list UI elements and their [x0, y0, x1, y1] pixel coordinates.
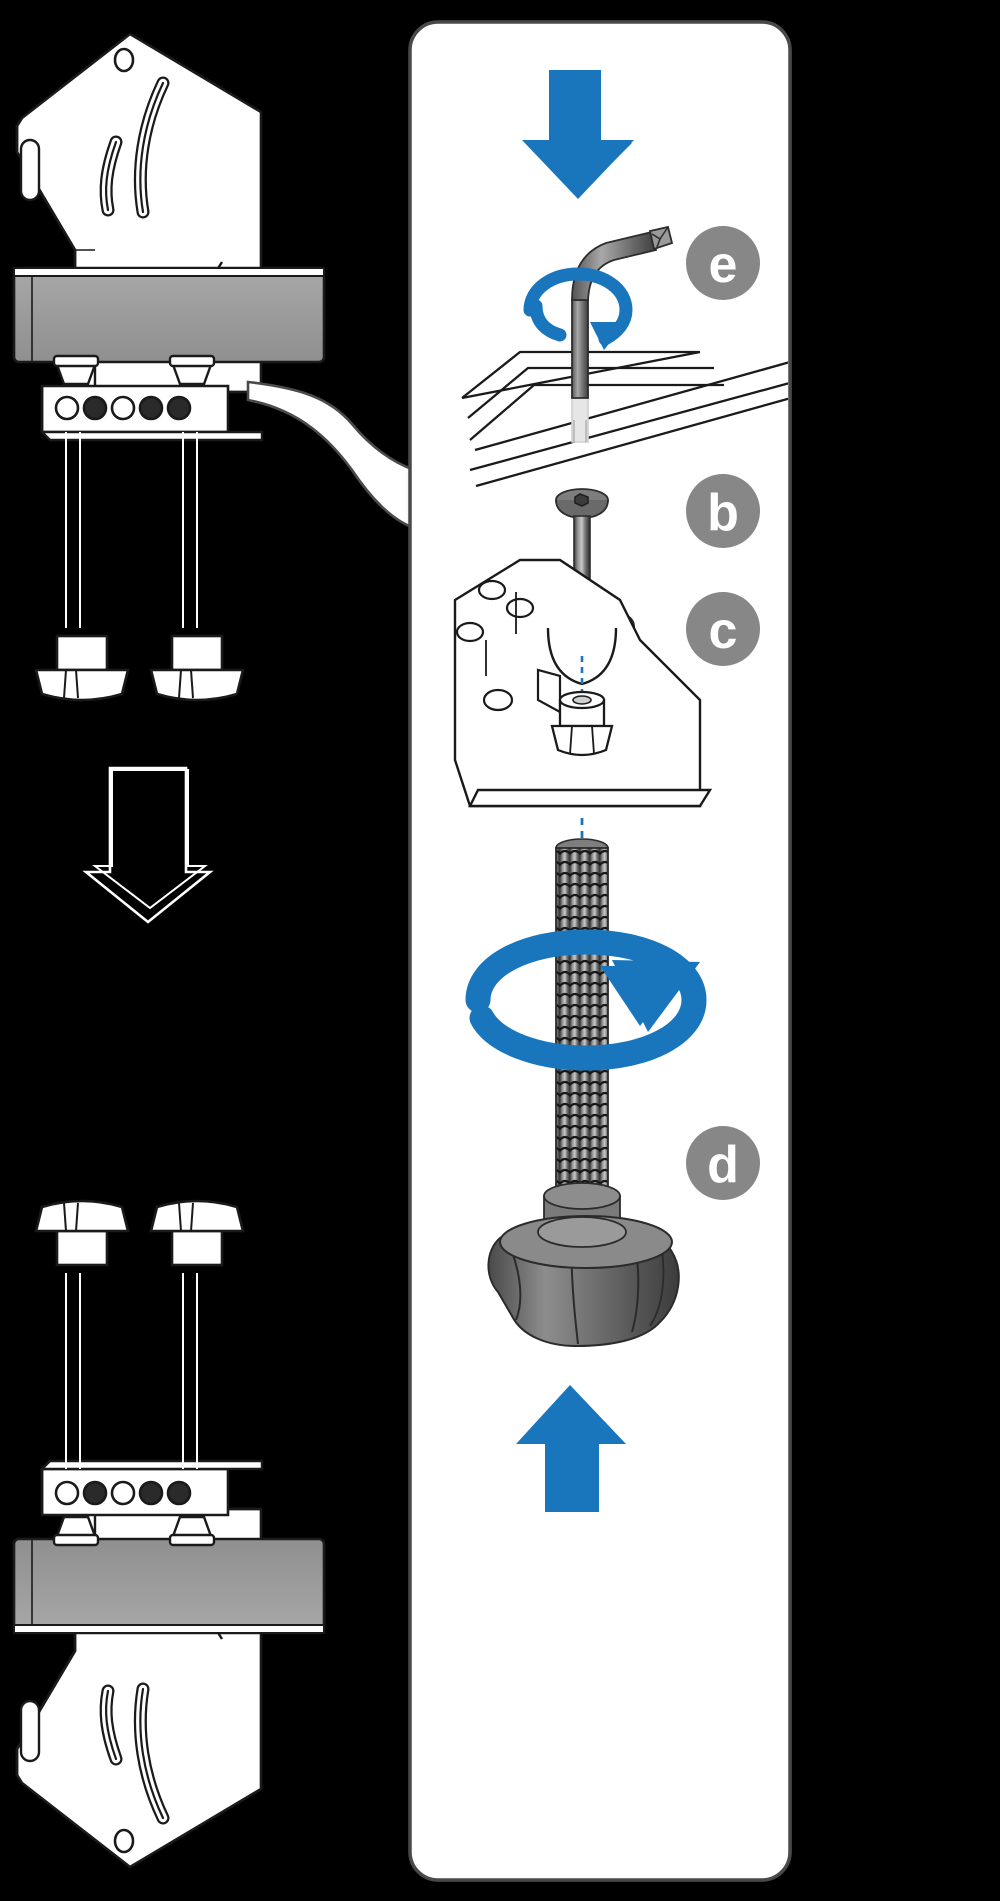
- bracket-edge-slot-upper: [19, 138, 41, 202]
- bolt-shafts-upper: [65, 432, 198, 628]
- bracket-detail-hole: [505, 597, 535, 619]
- badge-label: b: [707, 484, 739, 542]
- callout-badge-c[interactable]: c: [686, 592, 760, 666]
- badge-label: c: [709, 602, 738, 660]
- hex-flange-nut-lower-right: [149, 1199, 245, 1267]
- clamp-plate-hole: [82, 395, 108, 421]
- badge-circle: [686, 226, 760, 300]
- badge-circle: [686, 474, 760, 548]
- hex-socket-recess: [574, 493, 589, 507]
- bracket-detail-hole: [482, 688, 514, 712]
- assembly-direction-arrow-outline: [82, 766, 214, 924]
- callout-badge-e[interactable]: e: [686, 226, 760, 300]
- clamp-plate-hole: [110, 1480, 136, 1506]
- down-arrow-top: [522, 70, 634, 199]
- rubber-clamp-pad-lower: [12, 1537, 326, 1635]
- bolt-head-upper-left: [52, 354, 100, 386]
- hex-flange-nut-lower-left: [34, 1199, 130, 1267]
- clamp-plate-upper: [39, 384, 264, 442]
- bracket-detail-hole: [477, 579, 507, 601]
- star-grip-knob: [487, 1182, 680, 1348]
- threaded-rod: [555, 838, 609, 1197]
- up-arrow-bottom: [516, 1385, 626, 1512]
- clamp-plate-hole: [138, 395, 164, 421]
- bracket-detail-geometry: [453, 558, 713, 808]
- callout-badge-d[interactable]: d: [686, 1126, 760, 1200]
- bolt-head-upper-right: [168, 354, 216, 386]
- rubber-clamp-pad-upper: [12, 266, 326, 364]
- callout-badge-b[interactable]: b: [686, 474, 760, 548]
- badge-circle: [686, 1126, 760, 1200]
- bolt-head-lower-left: [52, 1515, 100, 1547]
- clamp-plate-hole: [138, 1480, 164, 1506]
- clamp-plate-hole: [82, 1480, 108, 1506]
- bolt-head-lower-right: [168, 1515, 216, 1547]
- badge-circle: [686, 592, 760, 666]
- bracket-detail-hole: [455, 621, 485, 643]
- hex-flange-nut-upper-right: [149, 634, 245, 702]
- clamp-plate-hole: [166, 1480, 192, 1506]
- clamp-plate-hole: [54, 1480, 80, 1506]
- clamp-plate-lower: [39, 1459, 264, 1517]
- hex-flange-nut-upper-left: [34, 634, 130, 702]
- rotate-arrow-allen-key: [523, 267, 633, 350]
- clamp-plate-hole: [54, 395, 80, 421]
- lower-bracket-assembly: [12, 1199, 326, 1869]
- bolt-shafts-lower: [65, 1273, 198, 1469]
- hex-flange-nut-detail: [550, 690, 614, 757]
- upper-bracket-assembly: [12, 32, 326, 702]
- bracket-pivot-hole-upper: [113, 47, 135, 73]
- clamp-plate-hole: [110, 395, 136, 421]
- bracket-edge-slot-lower: [19, 1699, 41, 1763]
- badge-label: e: [709, 236, 738, 294]
- badge-label: d: [707, 1136, 739, 1194]
- bracket-pivot-hole-lower: [113, 1828, 135, 1854]
- clamp-plate-hole: [166, 395, 192, 421]
- rotate-arrow-threaded-rod: [465, 929, 707, 1071]
